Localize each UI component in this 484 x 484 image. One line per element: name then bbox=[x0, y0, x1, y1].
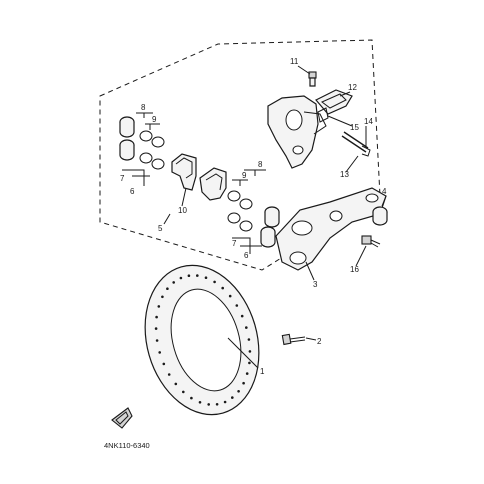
callout-4: 4 bbox=[382, 187, 387, 196]
brake-disc bbox=[144, 264, 260, 416]
disc-vent-hole bbox=[155, 315, 158, 319]
disc-vent-hole bbox=[221, 286, 224, 290]
disc-vent-hole bbox=[161, 295, 164, 299]
callout-11: 11 bbox=[290, 57, 299, 66]
pad-pin bbox=[341, 131, 369, 153]
callout-10: 10 bbox=[178, 206, 187, 215]
disc-vent-hole bbox=[172, 281, 175, 284]
bracket-8-left bbox=[136, 112, 153, 118]
bracket-6-7-right bbox=[232, 237, 262, 254]
disc-vent-hole bbox=[237, 390, 240, 393]
callout-9-left: 9 bbox=[152, 115, 157, 124]
caliper-bracket bbox=[275, 187, 387, 271]
disc-vent-hole bbox=[215, 403, 219, 406]
seals-right bbox=[227, 190, 253, 232]
callout-1: 1 bbox=[260, 367, 265, 376]
disc-vent-hole bbox=[190, 396, 193, 400]
disc-vent-hole bbox=[154, 327, 158, 330]
bracket-8-right bbox=[244, 169, 266, 176]
pad-support bbox=[317, 107, 329, 123]
figure-code: 4NK110-6340 bbox=[104, 441, 150, 450]
leader-lines bbox=[163, 65, 387, 369]
bracket-6-7-left bbox=[122, 169, 150, 186]
callout-7-left: 7 bbox=[120, 174, 125, 183]
callout-15: 15 bbox=[350, 123, 359, 132]
disc-vent-hole bbox=[174, 382, 178, 386]
pin-clip bbox=[361, 145, 371, 157]
disc-vent-hole bbox=[228, 294, 232, 298]
front-direction-arrow-icon bbox=[111, 407, 133, 429]
disc-vent-hole bbox=[248, 350, 252, 353]
disc-vent-hole bbox=[179, 276, 183, 280]
disc-vent-hole bbox=[247, 338, 251, 341]
piston-group-right bbox=[227, 190, 280, 248]
disc-vent-hole bbox=[187, 274, 191, 278]
disc-vent-hole bbox=[245, 372, 249, 375]
piston-left-top bbox=[119, 116, 135, 138]
disc-vent-hole bbox=[158, 351, 161, 354]
callout-6-right: 6 bbox=[244, 251, 249, 260]
callout-2: 2 bbox=[317, 337, 322, 346]
disc-vent-hole bbox=[213, 280, 216, 284]
disc-vent-hole bbox=[155, 339, 159, 342]
piston-right-top bbox=[264, 206, 280, 228]
callout-9-right: 9 bbox=[242, 171, 247, 180]
piston-right-bottom bbox=[260, 226, 276, 248]
callout-14: 14 bbox=[364, 117, 373, 126]
disc-vent-hole bbox=[204, 276, 208, 280]
callout-13: 13 bbox=[340, 170, 349, 179]
seals-left bbox=[139, 130, 165, 170]
disc-vent-hole bbox=[207, 403, 210, 406]
callout-8-left: 8 bbox=[141, 103, 146, 112]
callout-16: 16 bbox=[350, 265, 359, 274]
piston-group-left bbox=[119, 116, 165, 170]
disc-vent-hole bbox=[166, 287, 169, 291]
bracket-9-right bbox=[232, 179, 248, 186]
collar bbox=[372, 206, 388, 226]
callout-12: 12 bbox=[348, 83, 357, 92]
caliper-assembly-boundary bbox=[99, 39, 381, 271]
disc-vent-hole bbox=[242, 381, 245, 385]
disc-vent-hole bbox=[182, 390, 185, 394]
disc-vent-hole bbox=[240, 314, 244, 318]
caliper-body bbox=[267, 95, 327, 169]
disc-vent-hole bbox=[198, 401, 202, 404]
disc-vent-hole bbox=[162, 362, 166, 366]
disc-vent-hole bbox=[231, 396, 234, 399]
piston-left-bottom bbox=[119, 139, 135, 161]
bleed-screw bbox=[308, 71, 317, 87]
callout-7-right: 7 bbox=[232, 239, 237, 248]
disc-vent-hole bbox=[245, 326, 248, 329]
brake-pad-left bbox=[171, 153, 197, 191]
bracket-bolt bbox=[361, 235, 381, 248]
callout-5: 5 bbox=[158, 224, 163, 233]
disc-vent-hole bbox=[235, 304, 239, 307]
callout-3: 3 bbox=[313, 280, 318, 289]
callout-8-right: 8 bbox=[258, 160, 263, 169]
disc-vent-hole bbox=[248, 361, 251, 365]
disc-bolt bbox=[281, 333, 306, 346]
disc-vent-hole bbox=[157, 305, 161, 308]
brake-pad-right bbox=[199, 167, 227, 201]
disc-vent-hole bbox=[223, 400, 227, 404]
disc-vent-hole bbox=[167, 373, 171, 376]
callout-6-left: 6 bbox=[130, 187, 135, 196]
disc-vent-hole bbox=[196, 274, 199, 277]
bracket-9-left bbox=[145, 123, 160, 130]
